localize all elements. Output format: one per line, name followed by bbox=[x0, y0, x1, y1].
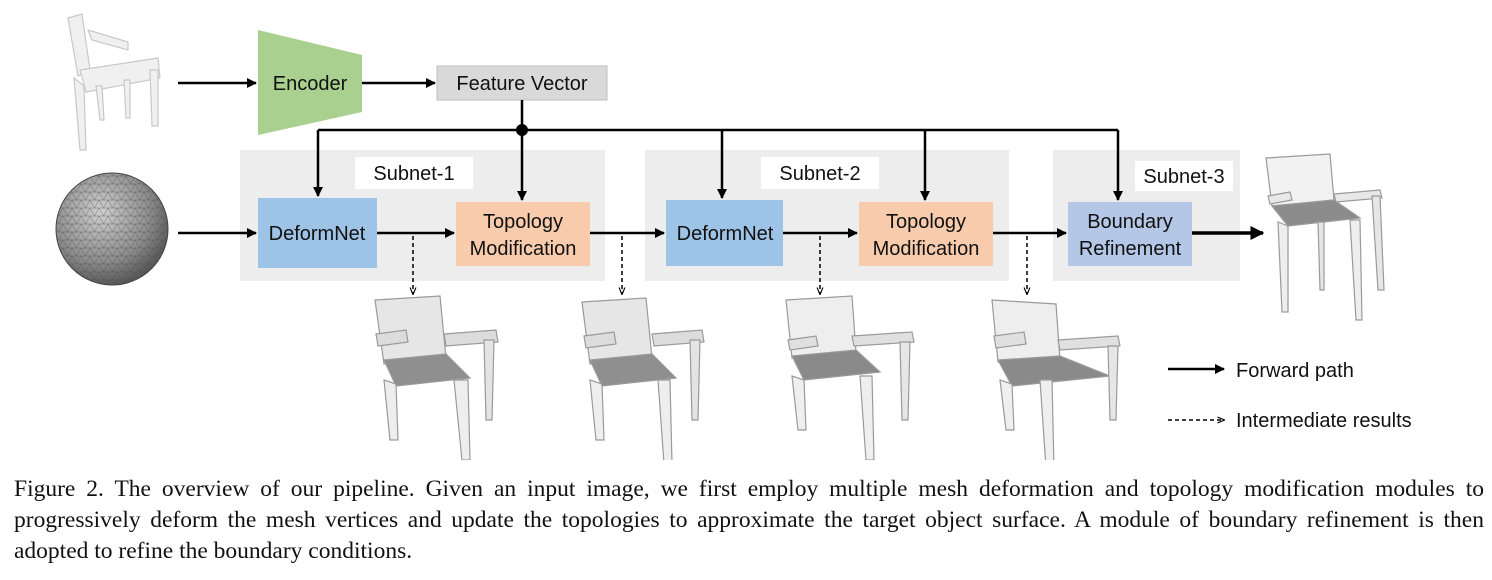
intermediate-arrows bbox=[413, 236, 1027, 294]
boundary-refinement-block bbox=[1068, 202, 1192, 266]
deformnet-1-block bbox=[258, 198, 377, 268]
intermediate-chair-4 bbox=[991, 299, 1121, 460]
template-sphere bbox=[55, 172, 169, 286]
intermediate-chair-1 bbox=[374, 295, 499, 460]
figure-caption: Figure 2. The overview of our pipeline. … bbox=[14, 476, 1484, 564]
legend: Forward path Intermediate results bbox=[1168, 360, 1412, 432]
topology-1-label-line1: Topology bbox=[483, 211, 563, 233]
pipeline-diagram: Subnet-1 Subnet-2 Subnet-3 Encoder Featu… bbox=[55, 13, 1412, 460]
topology-2-label-line2: Modification bbox=[873, 238, 980, 260]
boundary-label-line2: Refinement bbox=[1079, 238, 1182, 260]
subnet-2-label-box bbox=[761, 157, 879, 189]
deformnet-2-label: DeformNet bbox=[677, 223, 774, 245]
subnet-2-label: Subnet-2 bbox=[779, 163, 860, 185]
subnet-3-label: Subnet-3 bbox=[1143, 166, 1224, 188]
encoder-block bbox=[258, 30, 362, 135]
deformnet-1-label: DeformNet bbox=[269, 223, 366, 245]
output-chair-image bbox=[1265, 153, 1385, 321]
subnet-3-label-box bbox=[1135, 161, 1233, 191]
legend-forward-label: Forward path bbox=[1236, 360, 1354, 382]
boundary-label-line1: Boundary bbox=[1087, 211, 1173, 233]
topology-1-label-line2: Modification bbox=[470, 238, 577, 260]
encoder-label: Encoder bbox=[273, 73, 348, 95]
junction-dot bbox=[516, 124, 528, 136]
topology-2-block bbox=[859, 202, 993, 266]
forward-arrows bbox=[178, 78, 1265, 240]
topology-2-label-line1: Topology bbox=[886, 211, 966, 233]
intermediate-chair-2 bbox=[581, 297, 705, 460]
deformnet-2-block bbox=[666, 200, 783, 266]
subnet-1-label-box bbox=[355, 157, 473, 189]
input-chair-image bbox=[67, 13, 161, 151]
intermediate-chair-3 bbox=[785, 295, 915, 460]
topology-1-block bbox=[456, 202, 590, 266]
legend-intermediate-label: Intermediate results bbox=[1236, 410, 1412, 432]
subnet-1-label: Subnet-1 bbox=[373, 163, 454, 185]
feature-vector-label: Feature Vector bbox=[456, 73, 588, 95]
feature-vector-box bbox=[436, 65, 608, 101]
